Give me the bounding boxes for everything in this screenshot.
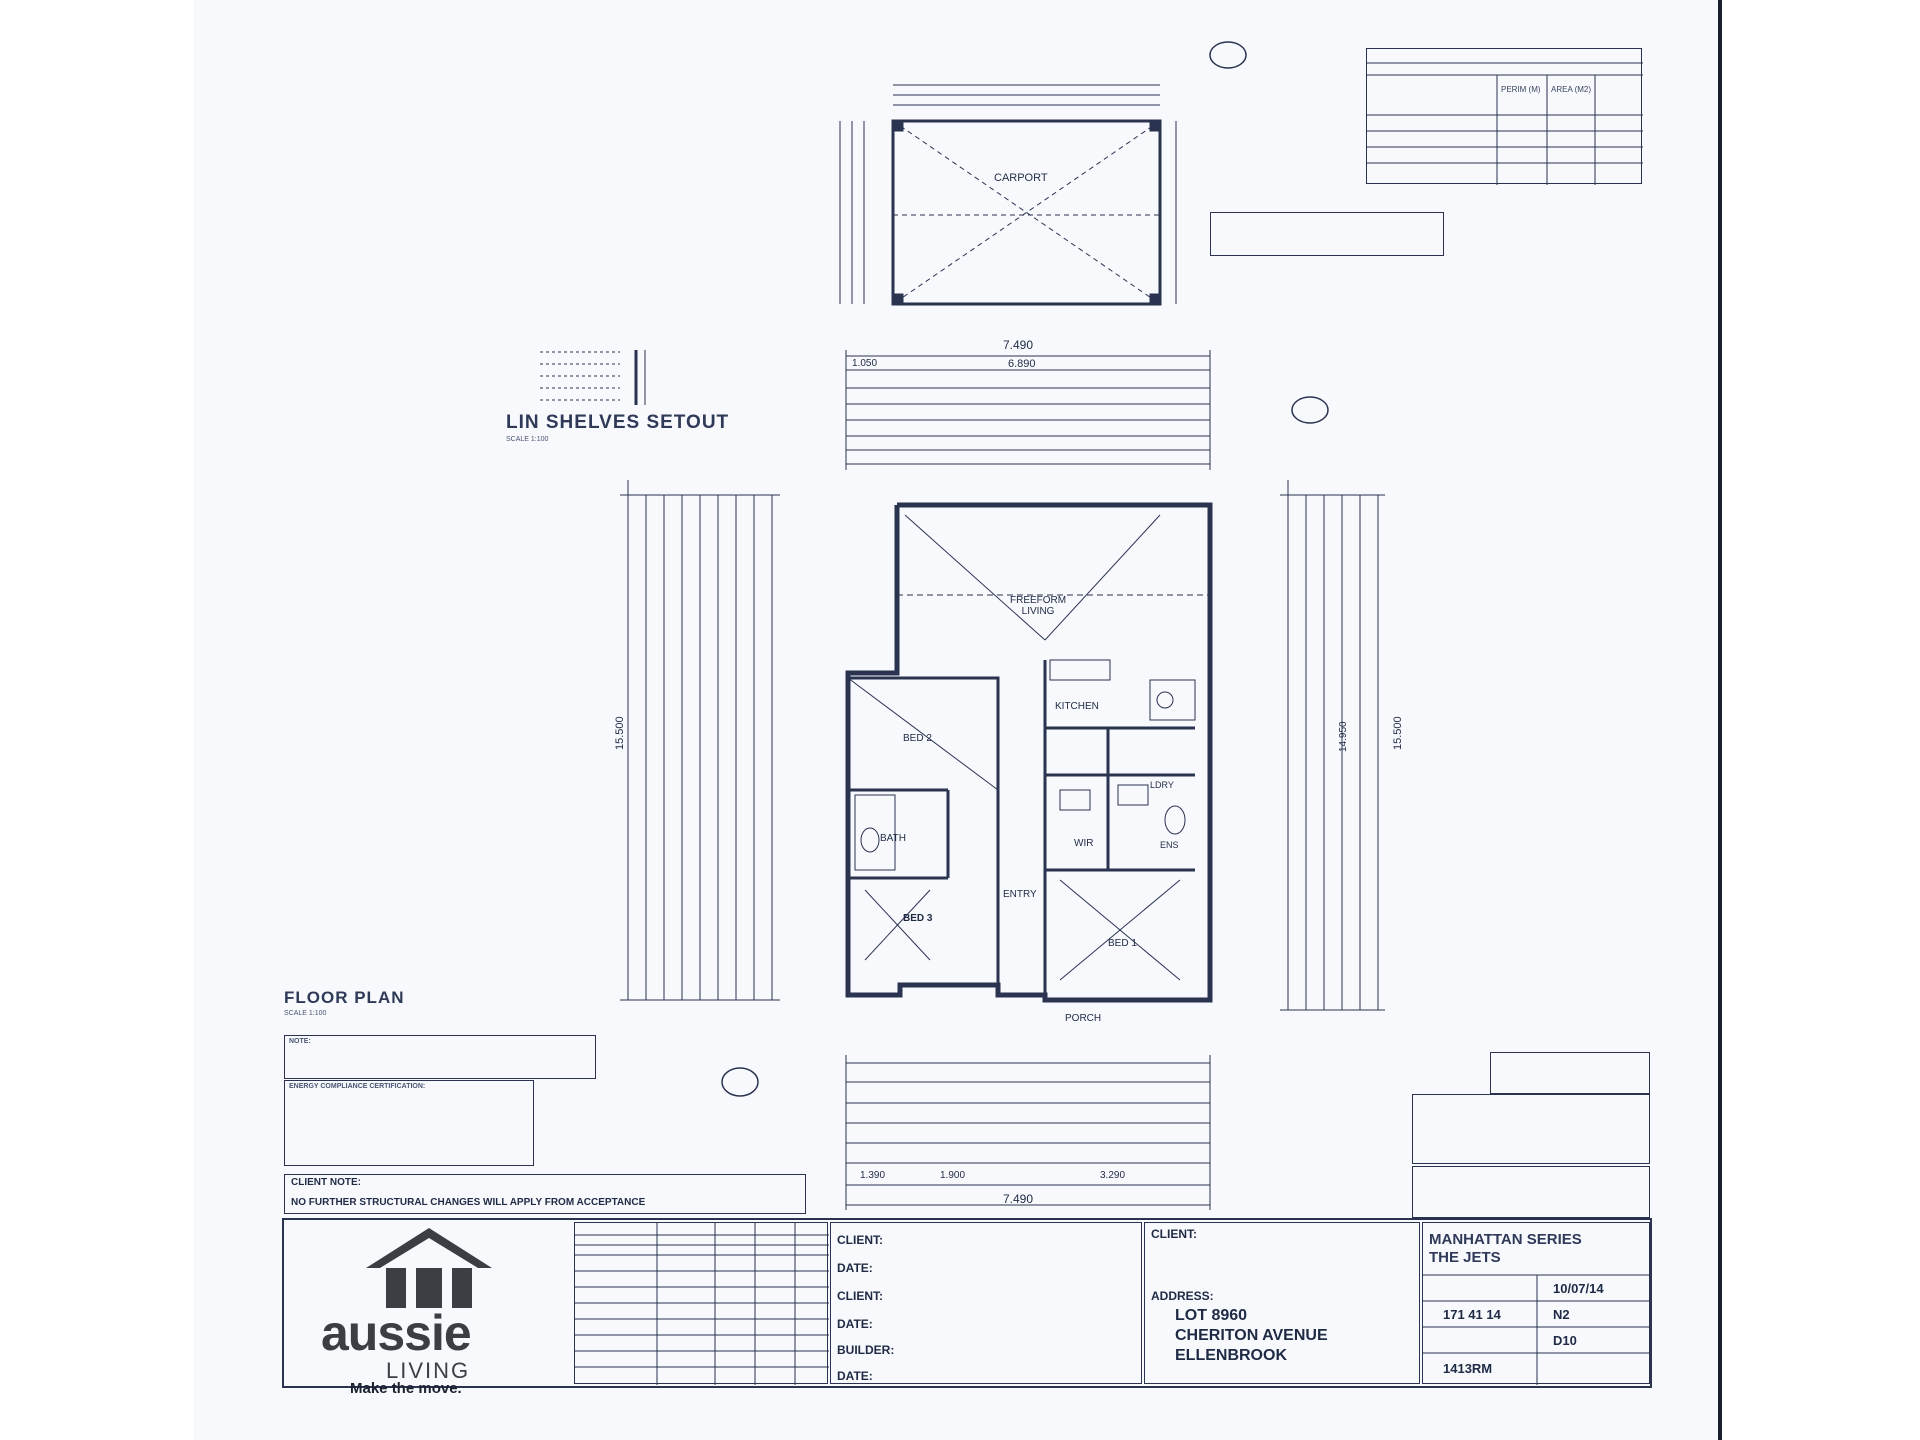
dim-overall-top-2: 6.890 bbox=[1008, 358, 1036, 370]
room-bed3: BED 3 bbox=[903, 913, 933, 924]
room-bath: BATH bbox=[880, 833, 906, 844]
dim-bottom-3: 3.290 bbox=[1100, 1170, 1126, 1181]
room-bed1: BED 1 bbox=[1108, 938, 1137, 949]
note-box-top bbox=[1210, 212, 1444, 256]
builder-label: BUILDER: bbox=[837, 1343, 895, 1357]
logo-area: aussie LIVING Make the move. bbox=[286, 1222, 572, 1397]
energy-box: ENERGY COMPLIANCE CERTIFICATION: bbox=[284, 1080, 534, 1166]
note-box-right-3 bbox=[1412, 1166, 1650, 1218]
room-ldry: LDRY bbox=[1150, 780, 1174, 790]
series-name: MANHATTAN SERIES bbox=[1429, 1231, 1582, 1248]
revision-grid bbox=[575, 1223, 829, 1385]
house-logo-icon bbox=[366, 1228, 492, 1308]
floor-plan-scale: SCALE 1:100 bbox=[284, 1010, 327, 1017]
room-entry: ENTRY bbox=[1003, 889, 1037, 900]
room-carport: CARPORT bbox=[994, 172, 1048, 184]
client-label-2: CLIENT: bbox=[837, 1289, 883, 1303]
note-box-right-2 bbox=[1412, 1094, 1650, 1164]
model-name: THE JETS bbox=[1429, 1249, 1501, 1266]
title-block bbox=[282, 1218, 1652, 1388]
client-label-3: CLIENT: bbox=[1151, 1227, 1197, 1241]
dim-overall-top: 7.490 bbox=[1003, 338, 1034, 352]
note-box-left: NOTE: bbox=[284, 1035, 596, 1079]
dim-left-height: 15.500 bbox=[614, 716, 626, 750]
room-kitchen: KITCHEN bbox=[1055, 701, 1099, 712]
date-label-2: DATE: bbox=[837, 1317, 873, 1331]
drawing-date: 10/07/14 bbox=[1553, 1281, 1604, 1296]
job-number: 171 41 14 bbox=[1443, 1307, 1501, 1322]
client-note-text: NO FURTHER STRUCTURAL CHANGES WILL APPLY… bbox=[291, 1197, 646, 1208]
address-line-3: ELLENBROOK bbox=[1175, 1347, 1287, 1364]
address-line-2: CHERITON AVENUE bbox=[1175, 1327, 1328, 1344]
room-porch: PORCH bbox=[1065, 1013, 1102, 1024]
client-label-1: CLIENT: bbox=[837, 1233, 883, 1247]
date-label-1: DATE: bbox=[837, 1261, 873, 1275]
areas-perim-header: PERIM (M) bbox=[1501, 85, 1541, 94]
logo-sub: LIVING bbox=[386, 1358, 471, 1383]
note-box-right-1 bbox=[1490, 1052, 1650, 1094]
client-note-box: CLIENT NOTE: NO FURTHER STRUCTURAL CHANG… bbox=[284, 1174, 806, 1214]
client-note-title: CLIENT NOTE: bbox=[291, 1177, 361, 1188]
areas-table: PERIM (M) AREA (M2) bbox=[1366, 48, 1643, 185]
dim-right-height: 15.500 bbox=[1392, 716, 1404, 750]
address-label: ADDRESS: bbox=[1151, 1289, 1214, 1303]
floor-plan-title: FLOOR PLAN bbox=[284, 988, 405, 1007]
lin-shelves-scale: SCALE 1:100 bbox=[506, 436, 549, 443]
areas-area-header: AREA (M2) bbox=[1551, 85, 1592, 94]
drawing-code: D10 bbox=[1553, 1333, 1577, 1348]
room-ens: ENS bbox=[1160, 840, 1179, 850]
room-wir: WIR bbox=[1074, 838, 1094, 849]
sheet-edge bbox=[1718, 0, 1722, 1440]
note-title: NOTE: bbox=[289, 1038, 311, 1045]
energy-title: ENERGY COMPLIANCE CERTIFICATION: bbox=[289, 1083, 426, 1090]
areas-table-grid bbox=[1367, 62, 1643, 185]
room-living: FREEFORM LIVING bbox=[1010, 595, 1067, 617]
date-label-3: DATE: bbox=[837, 1369, 873, 1383]
series-block: MANHATTAN SERIES THE JETS 10/07/14 171 4… bbox=[1422, 1222, 1651, 1385]
drawing-number: 1413RM bbox=[1443, 1361, 1493, 1376]
dim-overall-bottom: 7.490 bbox=[1003, 1192, 1034, 1206]
address-block: CLIENT: ADDRESS: LOT 8960 CHERITON AVENU… bbox=[1144, 1222, 1420, 1384]
lin-shelves-title: LIN SHELVES SETOUT bbox=[506, 412, 730, 433]
carport-outline bbox=[891, 119, 1162, 306]
wind-class: N2 bbox=[1553, 1307, 1570, 1322]
client-signoff: CLIENT: DATE: CLIENT: DATE: BUILDER: DAT… bbox=[830, 1222, 1142, 1384]
logo-brand: aussie bbox=[321, 1305, 472, 1361]
logo-tagline: Make the move. bbox=[350, 1380, 462, 1397]
room-bed2: BED 2 bbox=[903, 733, 932, 744]
address-line-1: LOT 8960 bbox=[1175, 1307, 1248, 1324]
drawing-sheet bbox=[194, 0, 1720, 1440]
dim-left-top: 1.050 bbox=[852, 358, 878, 369]
revision-table bbox=[574, 1222, 829, 1385]
dim-right-inner: 14.950 bbox=[1338, 721, 1349, 752]
dim-bottom-1: 1.390 bbox=[860, 1170, 886, 1181]
dim-bottom-2: 1.900 bbox=[940, 1170, 966, 1181]
